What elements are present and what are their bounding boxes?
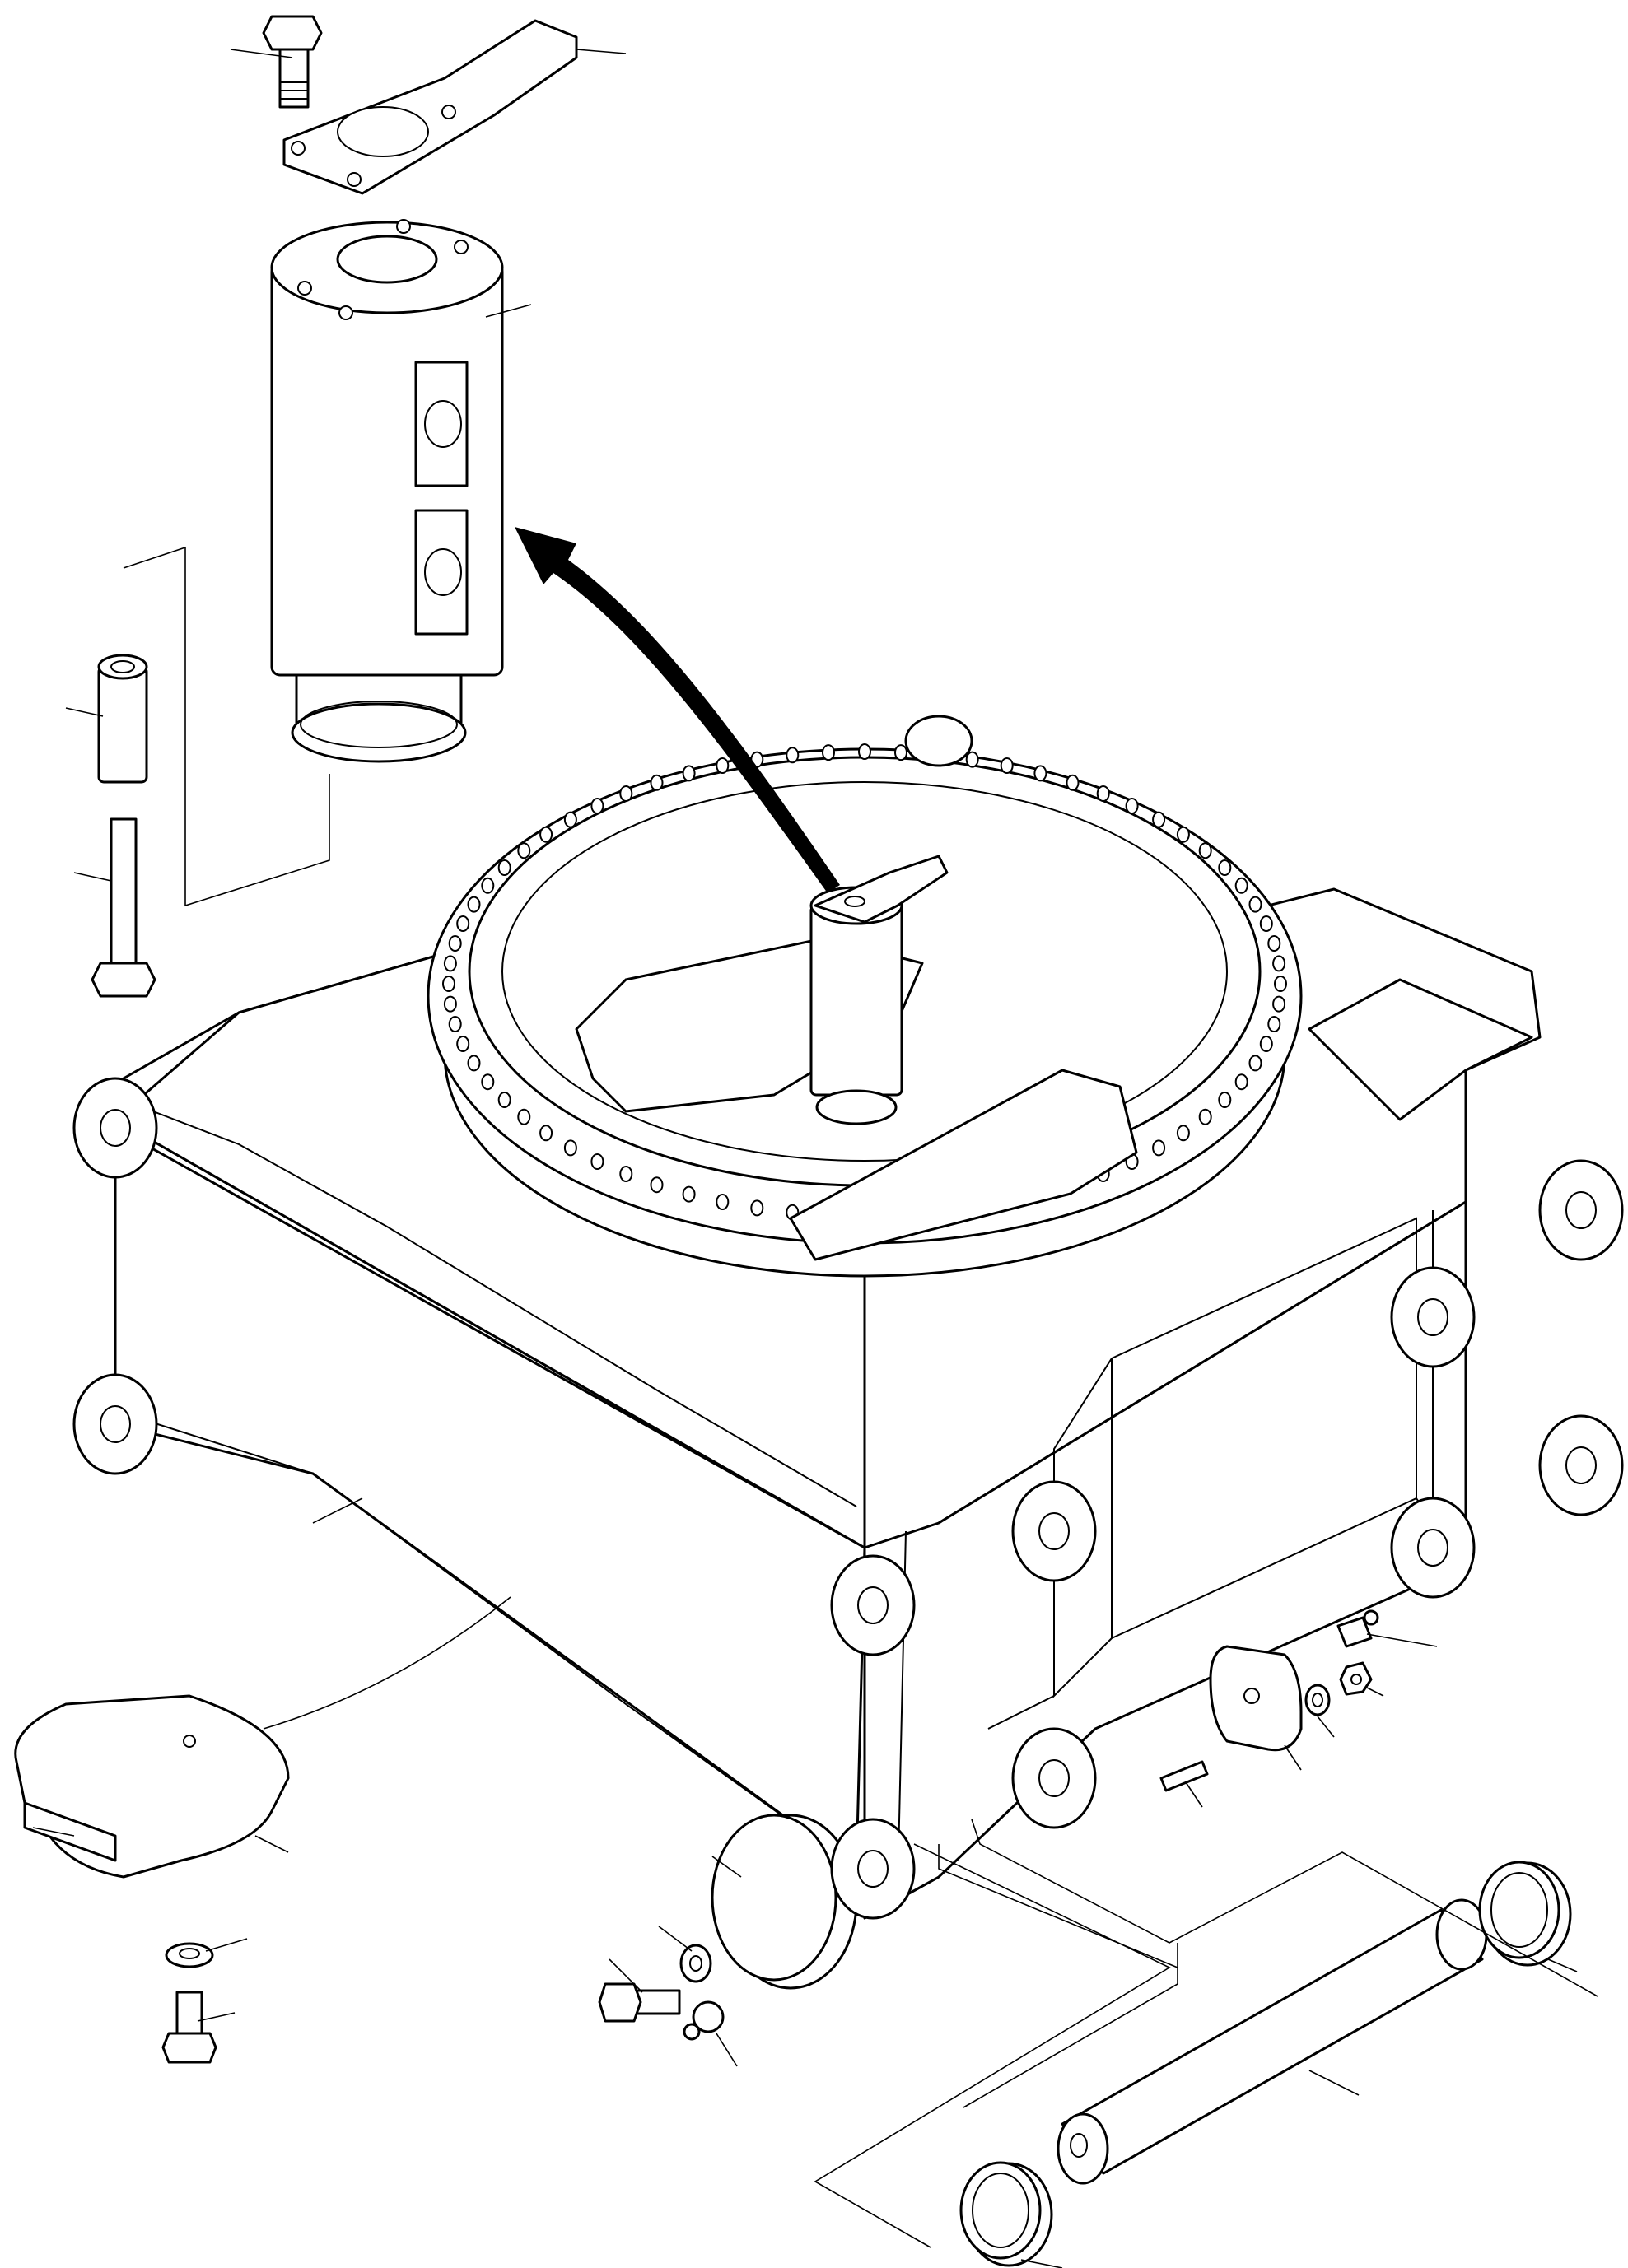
- washer-cover: [165, 1942, 214, 1968]
- direction-arrow: [515, 527, 840, 893]
- cover-direction-arrow: [263, 1596, 511, 1730]
- ring-bolt-hole: [456, 1036, 470, 1052]
- ring-bolt-hole: [590, 798, 604, 814]
- ring-bolt-hole: [1033, 765, 1047, 782]
- guide-line-top: [123, 546, 330, 907]
- ring-bolt-hole: [442, 976, 455, 992]
- guide-line-pin: [971, 1819, 1598, 1997]
- ring-bolt-hole: [467, 896, 481, 913]
- side-plate: [1209, 1645, 1303, 1752]
- ring-bolt-hole: [650, 774, 664, 791]
- ring-bolt-hole: [443, 995, 457, 1013]
- grease-fitting-side: [1336, 1609, 1379, 1648]
- ring-bolt-hole: [443, 955, 457, 972]
- ring-bolt-hole: [448, 935, 462, 952]
- ring-bolt-hole: [1125, 798, 1139, 814]
- swivel-cylinder: [270, 219, 504, 763]
- ring-bolt-hole: [481, 877, 495, 894]
- ring-bolt-hole: [716, 757, 730, 774]
- ring-bolt-hole: [563, 811, 577, 828]
- ring-bolt-hole: [1176, 826, 1190, 843]
- ring-bolt-hole: [1198, 1108, 1212, 1125]
- ring-bolt-hole: [467, 1055, 481, 1072]
- washer-side: [1304, 1684, 1331, 1716]
- retaining-plate-top: [282, 19, 578, 195]
- stud-side: [1159, 1760, 1209, 1792]
- swivel-cylinder-installed: [809, 855, 949, 1125]
- bushing-right: [1478, 1861, 1572, 1967]
- bushing-left: [959, 2161, 1053, 2267]
- ring-bolt-hole: [1066, 774, 1080, 791]
- ring-bolt-hole: [1259, 915, 1273, 932]
- ring-bolt-hole: [1152, 811, 1166, 828]
- ring-bolt-hole: [1176, 1125, 1190, 1142]
- ring-bolt-hole: [965, 751, 979, 768]
- ring-bolt-hole: [1096, 785, 1110, 802]
- ring-bolt-hole: [456, 915, 470, 932]
- ring-bolt-hole: [539, 826, 553, 843]
- washer-flange: [679, 1944, 712, 1983]
- ring-bolt-hole: [619, 785, 633, 802]
- ring-bolt-hole: [619, 1166, 633, 1182]
- ring-bolt-hole: [517, 1108, 531, 1125]
- ring-bolt-hole: [682, 765, 696, 782]
- ring-bolt-hole: [1248, 896, 1262, 913]
- ring-bolt-hole: [682, 1185, 696, 1203]
- ring-bolt-hole: [590, 1153, 604, 1170]
- ring-inner-plate-right: [789, 1069, 1138, 1261]
- ring-bolt-hole: [894, 744, 907, 761]
- ring-bolt-hole: [1267, 935, 1281, 952]
- hex-bolt-top: [262, 15, 323, 109]
- ring-bolt-hole: [1218, 1092, 1232, 1108]
- grease-fitting-flange: [683, 2000, 725, 2041]
- ring-bolt-hole: [1259, 1036, 1273, 1052]
- ring-bolt-hole: [539, 1125, 553, 1142]
- ring-bolt-hole: [1234, 877, 1248, 894]
- ring-bolt-hole: [822, 744, 835, 761]
- ring-bolt-hole: [1274, 976, 1287, 992]
- ring-bolt-hole: [1152, 1139, 1166, 1157]
- ring-bolt-hole: [786, 747, 800, 764]
- ring-bolt-hole: [517, 842, 531, 859]
- ring-bolt-hole: [1272, 995, 1286, 1013]
- bolt-flange: [598, 1982, 681, 2023]
- long-bolt: [91, 817, 156, 998]
- ring-bolt-hole: [1272, 955, 1286, 972]
- guide-line-pin-3: [814, 1843, 1171, 2248]
- ring-bolt-hole: [1234, 1073, 1248, 1091]
- guide-line-pin-2: [938, 1844, 1178, 1968]
- ring-bolt-hole: [1248, 1055, 1262, 1072]
- round-flange-plate: [711, 1814, 858, 1990]
- ring-bolt-hole: [497, 859, 511, 876]
- ring-bolt-hole: [750, 1199, 764, 1217]
- ring-bolt-hole: [563, 1139, 577, 1157]
- guide-line-pin-4: [963, 1943, 1178, 2108]
- hinge-pin: [1057, 1898, 1488, 2185]
- ring-bolt-hole: [1218, 859, 1232, 876]
- ring-bolt-hole: [481, 1073, 495, 1091]
- access-cover: [14, 1694, 290, 1879]
- ring-bolt-hole: [716, 1194, 730, 1210]
- ring-bolt-hole: [1267, 1016, 1281, 1032]
- ring-bolt-hole: [448, 1016, 462, 1032]
- ring-bolt-hole: [1198, 842, 1212, 859]
- ring-bolt-hole: [858, 743, 871, 760]
- ring-bolt-hole: [1000, 757, 1014, 774]
- nut-side: [1339, 1661, 1373, 1696]
- ring-bolt-hole: [650, 1176, 664, 1194]
- ring-bolt-hole: [497, 1092, 511, 1108]
- bolt-cover: [161, 1991, 217, 2064]
- mounting-bosses: [72, 715, 1624, 1920]
- spacer-sleeve: [97, 654, 148, 784]
- leader-lines: [32, 49, 1578, 2268]
